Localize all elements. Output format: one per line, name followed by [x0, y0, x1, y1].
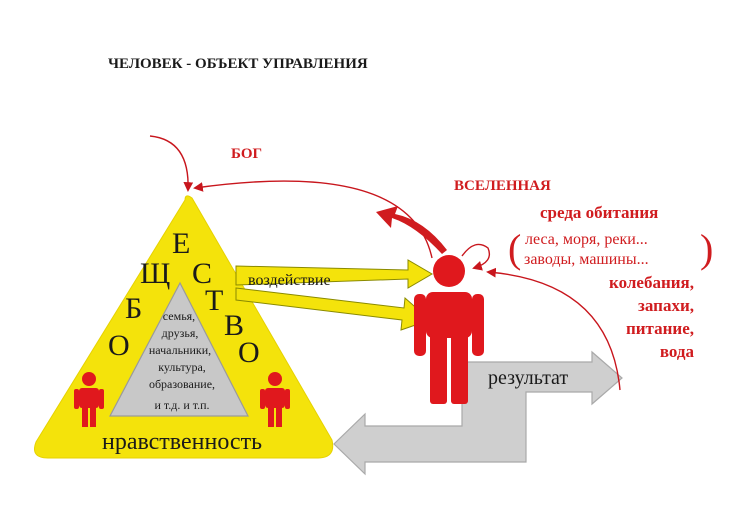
universe-arrow	[376, 206, 447, 254]
habitat-line-2: заводы, машины...	[524, 251, 649, 268]
inner-triangle	[109, 281, 249, 417]
factors-list: колебания, запахи, питание, вода	[609, 273, 694, 361]
god-label: БОГ	[231, 146, 262, 162]
person-icon-right	[260, 372, 290, 427]
environment-to-person-arrow	[486, 267, 621, 391]
person-icon-main	[414, 255, 484, 404]
factor-item: колебания,	[609, 273, 694, 292]
society-word: О Б Щ Е С Т В О	[108, 227, 260, 369]
result-arrow	[333, 350, 623, 476]
habitat-close-paren: )	[700, 226, 713, 271]
habitat-open-paren: (	[508, 226, 521, 271]
god-to-triangle-arrow	[149, 135, 194, 192]
society-letter: Т	[205, 284, 223, 317]
habitat-line-1: леса, моря, реки...	[525, 231, 648, 248]
society-letter: Е	[172, 227, 190, 260]
factor-item: питание,	[626, 319, 694, 338]
inner-item: семья,	[163, 309, 195, 323]
society-letter: Б	[125, 292, 142, 325]
society-letter: С	[192, 257, 212, 290]
inner-item: образование,	[149, 377, 215, 391]
result-label: результат	[488, 367, 568, 389]
page-title: ЧЕЛОВЕК - ОБЪЕКТ УПРАВЛЕНИЯ	[108, 56, 368, 72]
universe-label: ВСЕЛЕННАЯ	[454, 178, 551, 194]
inner-item: и т.д. и т.п.	[154, 398, 209, 412]
society-letter: О	[238, 336, 260, 369]
inner-item: начальники,	[149, 343, 211, 357]
influence-arrow-top	[235, 259, 433, 289]
person-icon-left	[74, 372, 104, 427]
influence-label: воздействие	[248, 272, 331, 289]
inner-item: культура,	[158, 360, 206, 374]
inner-circle-list: семья, друзья, начальники, культура, обр…	[149, 309, 215, 412]
habitat-block: среда обитания ( леса, моря, реки... зав…	[508, 203, 713, 271]
inner-item: друзья,	[162, 326, 199, 340]
factor-item: вода	[660, 342, 695, 361]
society-letter: О	[108, 329, 130, 362]
society-letter: Щ	[140, 257, 170, 290]
habitat-heading: среда обитания	[540, 203, 658, 222]
self-loop-arrow	[461, 243, 491, 271]
society-letter: В	[224, 309, 244, 342]
factor-item: запахи,	[638, 296, 694, 315]
morality-label: нравственность	[102, 429, 262, 455]
